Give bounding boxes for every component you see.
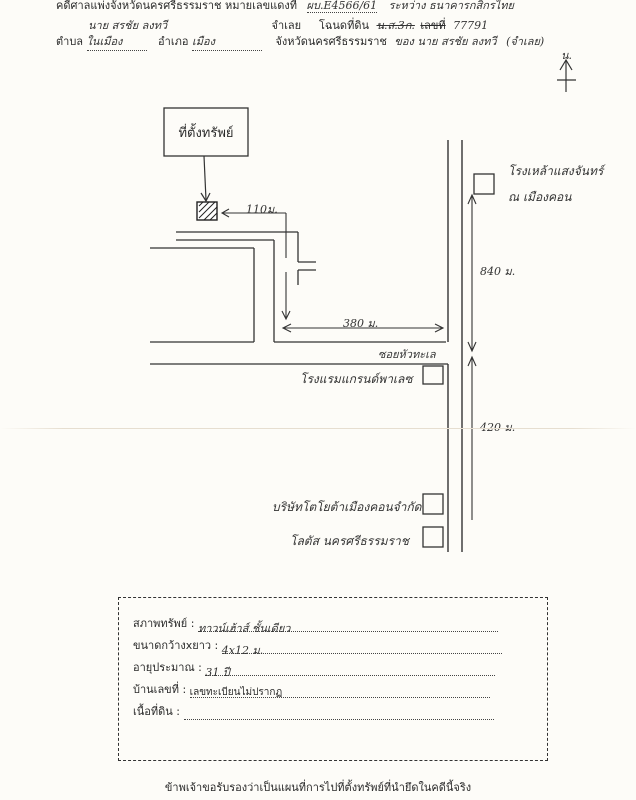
court-case-label: คดีศาลแพ่งจังหวัดนครศรีธรรมราช หมายเลขแด… [56, 0, 298, 12]
case-number: ผบ.E4566/61 [306, 0, 378, 13]
distance-380: 380 ม. [343, 317, 379, 330]
deed-number-label: เลขที่ [420, 19, 446, 32]
north-arrow-icon [557, 58, 576, 92]
property-details-box: สภาพทรัพย์ : ทาวน์เฮ้าส์ ชั้นเดียว ขนาดก… [118, 597, 548, 761]
property-callout-label: ที่ตั้งทรัพย์ [178, 126, 234, 141]
deed-type: น.ส.3ก. [376, 19, 415, 32]
landmark-box-1 [473, 173, 495, 195]
distance-840: 840 ม. [480, 265, 516, 278]
age-label: อายุประมาณ : [133, 661, 202, 674]
property-callout-box [163, 107, 249, 157]
province: จังหวัดนครศรีธรรมราช [275, 35, 387, 48]
row-house-no: บ้านเลขที่ : เลขทะเบียนไม่ปรากฏ [133, 680, 490, 698]
row-age: อายุประมาณ : 31 ปี [133, 658, 496, 679]
landmark-box-3 [422, 493, 444, 515]
landmark-box-4 [422, 526, 444, 548]
house-value: เลขทะเบียนไม่ปรากฏ [189, 685, 490, 698]
distance-110: 110ม. [246, 203, 278, 216]
landmark-label-3: บริษัทโตโยต้าเมืองคอนจำกัด [272, 500, 422, 514]
landmark-box-2 [422, 365, 444, 385]
size-label: ขนาดกว้างxยาว : [133, 639, 219, 652]
land-value [183, 707, 494, 720]
paper-crease [0, 428, 636, 429]
landmark-label-1b: ณ เมืองคอน [508, 190, 572, 204]
soi-roads [150, 231, 446, 343]
callout-pointer [203, 155, 207, 201]
header-row-2: นาย สรชัย ลงทวี จำเลย โฉนดที่ดิน น.ส.3ก.… [88, 16, 488, 34]
deed-label: โฉนดที่ดิน [319, 19, 369, 32]
land-label: เนื้อที่ดิน : [133, 705, 181, 718]
type-label: สภาพทรัพย์ : [133, 617, 195, 630]
subdistrict-label: ตำบล [56, 35, 84, 48]
type-value: ทาวน์เฮ้าส์ ชั้นเดียว [197, 619, 498, 635]
row-type: สภาพทรัพย์ : ทาวน์เฮ้าส์ ชั้นเดียว [133, 614, 498, 635]
size-value: 4x12 ม. [221, 641, 502, 657]
header-row-1: คดีศาลแพ่งจังหวัดนครศรีธรรมราช หมายเลขแด… [56, 0, 514, 14]
header-row-3: ตำบล ในเมือง อำเภอ เมือง จังหวัดนครศรีธร… [56, 32, 544, 51]
plaintiff: ระหว่าง ธนาคารกสิกรไทย [388, 0, 514, 12]
property-marker [196, 201, 218, 221]
road-label-soi: ซอยหัวทะเล [378, 348, 436, 361]
house-label: บ้านเลขที่ : [133, 683, 187, 696]
age-value: 31 ปี [205, 663, 496, 679]
certification-text: ข้าพเจ้าขอรับรองว่าเป็นแผนที่การไปที่ตั้… [164, 781, 472, 794]
defendant-label: จำเลย [271, 19, 302, 32]
subdistrict: ในเมือง [86, 32, 147, 51]
district-label: อำเภอ [158, 35, 189, 48]
owner-note: (จำเลย) [506, 35, 545, 48]
landmark-label-1: โรงเหล้าแสงจันทร์ [508, 164, 604, 178]
landmark-label-4: โลตัส นครศรีธรรมราช [290, 534, 409, 548]
deed-number: 77791 [453, 19, 489, 32]
landmark-label-2: โรงแรมแกรนด์พาเลซ [300, 372, 413, 386]
row-land-area: เนื้อที่ดิน : [133, 702, 494, 720]
defendant-name: นาย สรชัย ลงทวี [88, 19, 168, 32]
owner: ของ นาย สรชัย ลงทวี [394, 35, 497, 48]
north-label: น. [561, 49, 573, 62]
district: เมือง [191, 32, 262, 51]
distance-420: 420 ม. [480, 421, 516, 434]
row-size: ขนาดกว้างxยาว : 4x12 ม. [133, 636, 502, 657]
main-road [447, 140, 463, 552]
